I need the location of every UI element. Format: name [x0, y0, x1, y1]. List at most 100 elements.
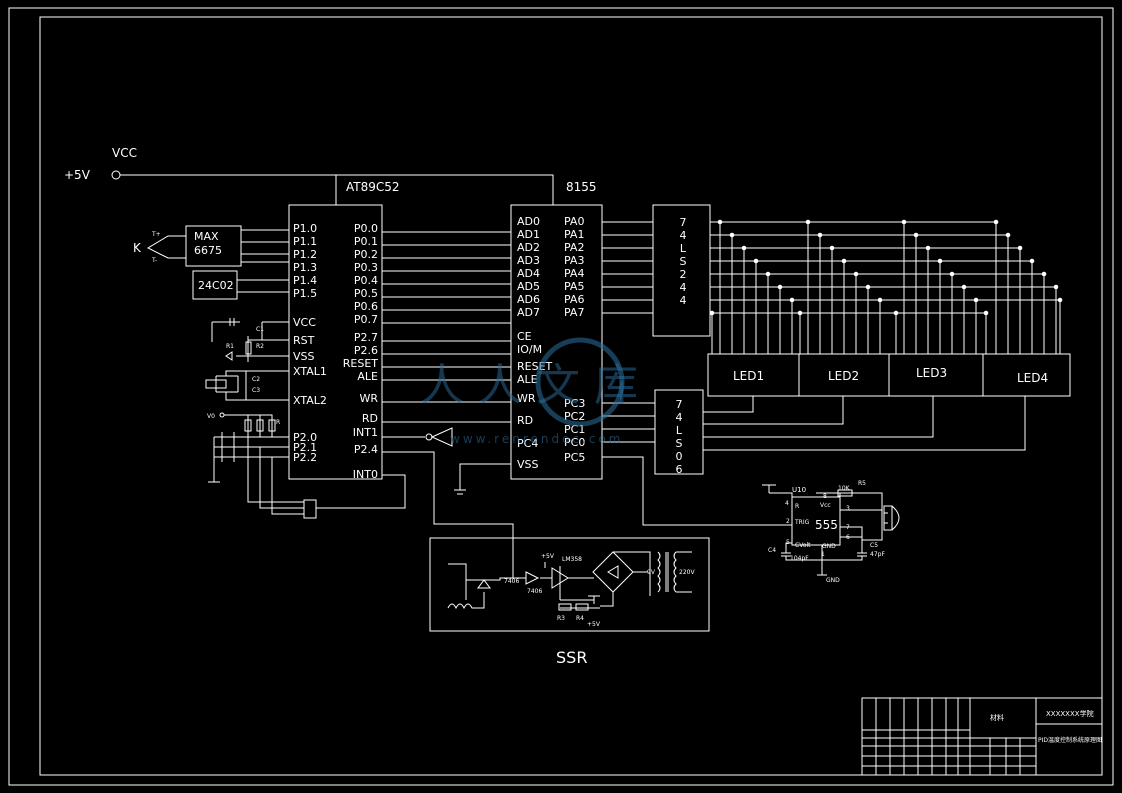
io-pin-pc0: PC0 [564, 436, 585, 449]
driver-06-char: 4 [676, 411, 683, 424]
reset-oscillator-network: C1 R1 R2 C2 C3 [205, 318, 289, 401]
bus-junction-dot [777, 284, 783, 290]
io-pin-wr: WR [517, 392, 536, 405]
led-4-label: LED4 [1017, 371, 1048, 385]
mcu-pin-vss: VSS [293, 350, 315, 363]
io-pin-ad7: AD7 [517, 306, 540, 319]
led-dividers [798, 354, 984, 396]
mcu-pin-p02: P0.2 [354, 248, 378, 261]
timer-trig: TRIG [794, 519, 810, 526]
bus-junction-dot [877, 297, 883, 303]
eeprom-24c02: 24C02 [192, 270, 289, 300]
t-plus-label: T+ [151, 231, 161, 238]
io-pin-ad1: AD1 [517, 228, 540, 241]
key-wires [208, 414, 304, 515]
title-block-frame [861, 697, 1103, 776]
max6675-line1: MAX [194, 230, 219, 243]
io-pin-pa7: PA7 [564, 306, 584, 319]
mcu-pin-rst: RST [293, 334, 315, 347]
io-pin-vss: VSS [517, 458, 539, 471]
timer-pin-3: 3 [846, 505, 850, 512]
ssr-bridge [592, 551, 651, 607]
mcu-pin-p27: P2.7 [354, 331, 378, 344]
io-pin-ad0: AD0 [517, 215, 540, 228]
ssr-supply2-label: +5V [587, 621, 601, 628]
io-pin-pc3: PC3 [564, 397, 585, 410]
osc-label-r1: R1 [226, 343, 234, 350]
ssr-r4-label: R4 [576, 615, 584, 622]
max6675-pins [241, 229, 289, 263]
ssr-r3 [558, 603, 572, 611]
decoder-244-char: 4 [680, 281, 687, 294]
osc-label-c1: C1 [256, 326, 264, 333]
reset-resistor [245, 341, 252, 355]
led-3-label: LED3 [916, 366, 947, 380]
timer-resistor [837, 489, 853, 497]
max6675-line2: 6675 [194, 244, 222, 257]
io-pin-pa3: PA3 [564, 254, 584, 267]
eeprom-label: 24C02 [198, 279, 234, 292]
bus-junction-dot [853, 271, 859, 277]
key-network: V0 R [207, 412, 406, 519]
thermocouple-symbol [146, 235, 186, 259]
mcu-pin-p22: P2.2 [293, 451, 317, 464]
timer-pin-4: 4 [785, 500, 789, 507]
io-pin-ad4: AD4 [517, 267, 540, 280]
bus-junction-dot [797, 310, 803, 316]
bus-junction-dot [1053, 284, 1059, 290]
vcc-rail [120, 174, 554, 205]
watermark-url: www.renrendoc.com [450, 432, 623, 446]
pa-wires-path [602, 221, 653, 314]
osc-label-c3: C3 [252, 387, 260, 394]
eeprom-body [192, 270, 238, 300]
io-pin-iom: IO/M [517, 343, 542, 356]
mcu-at89c52: AT89C52 P1.0P1.1P1.2P1.3P1.4P1.5VCCRSTVS… [288, 180, 400, 481]
ssr-title: SSR [556, 648, 587, 667]
bus-junction-dot [993, 219, 999, 225]
key-supply-terminal [219, 412, 225, 418]
vcc-label: VCC [112, 146, 137, 160]
mcu-pin-p06: P0.6 [354, 300, 378, 313]
driver-to-led-wires [703, 396, 1026, 451]
bus-junction-dot [753, 258, 759, 264]
ssr-box [429, 537, 710, 632]
timer-pin-2: 2 [786, 518, 790, 525]
mcu-pin-int0: INT0 [353, 468, 378, 481]
osc-label-r: R [276, 419, 280, 426]
bus-junction-dot [1041, 271, 1047, 277]
mcu-pin-p14: P1.4 [293, 274, 317, 287]
io-pin-pc2: PC2 [564, 410, 585, 423]
decoder-244-char: 2 [680, 268, 687, 281]
mcu-body [288, 204, 383, 480]
thermocouple-label: K [133, 241, 142, 255]
timer-pin-8: 8 [823, 493, 827, 500]
title-block-grid [862, 698, 1102, 775]
led-2-label: LED2 [828, 369, 859, 383]
io-pin-pa6: PA6 [564, 293, 584, 306]
io-pin-ale: ALE [517, 373, 538, 386]
mcu-pin-p10: P1.0 [293, 222, 317, 235]
pc-to-driver-wires [602, 402, 655, 443]
max6675-body [185, 225, 242, 267]
bus-junction-dot [913, 232, 919, 238]
timer-555: U10 555 TRIG Vcc R GND CVolt 4 8 2 7 6 5… [602, 456, 900, 584]
ssr-control-wire [382, 451, 514, 578]
bus-junction-dot [1057, 297, 1063, 303]
io-pin-rd: RD [517, 414, 533, 427]
mcu-pin-int1: INT1 [353, 426, 378, 439]
io-pin-ce: CE [517, 330, 532, 343]
watermark-ring [535, 337, 625, 427]
bus-junction-dot [901, 219, 907, 225]
bus-junction-dot [717, 219, 723, 225]
mcu-name: AT89C52 [346, 180, 400, 194]
driver-06-char: L [676, 424, 683, 437]
bus-junction-dot [961, 284, 967, 290]
io-pin-pc4: PC4 [517, 437, 538, 450]
ssr-load [447, 563, 513, 610]
timer-ground-label: GND [826, 577, 840, 584]
timer-body [791, 496, 841, 546]
bus-junction-dot [829, 245, 835, 251]
